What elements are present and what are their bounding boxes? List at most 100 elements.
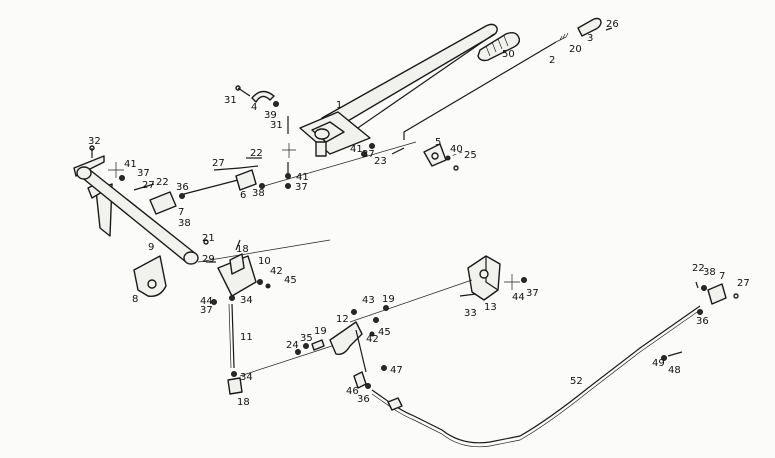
label-part-9: 9 [148, 242, 154, 253]
label-part-27b: 27 [142, 180, 155, 191]
label-part-38c: 38 [703, 267, 716, 278]
label-part-34a: 34 [240, 295, 253, 306]
label-part-48: 48 [668, 365, 681, 376]
label-part-4: 4 [251, 102, 257, 113]
nut-36b [365, 383, 371, 389]
label-part-11: 11 [240, 332, 253, 343]
clamp-part-5 [423, 143, 463, 171]
label-part-42b: 42 [366, 334, 379, 345]
label-part-41b: 41 [350, 144, 363, 155]
label-part-18a: 18 [236, 244, 249, 255]
axis-cross-2 [108, 162, 124, 178]
label-part-50: 50 [502, 49, 515, 60]
label-part-29: 29 [202, 254, 215, 265]
label-part-35: 35 [300, 333, 313, 344]
label-part-40: 40 [450, 144, 463, 155]
cross-shaft [76, 166, 199, 265]
bolt-27 [133, 183, 155, 191]
nut-39 [273, 101, 279, 107]
bracket-part-13 [459, 255, 527, 301]
label-part-27a: 27 [212, 158, 225, 169]
label-part-32: 32 [88, 136, 101, 147]
label-part-44b: 44 [512, 292, 525, 303]
label-part-3: 3 [587, 33, 593, 44]
label-part-41c: 41 [296, 172, 309, 183]
label-part-41a: 41 [124, 159, 137, 170]
label-part-22c: 22 [692, 263, 705, 274]
label-part-21: 21 [202, 233, 215, 244]
bolt-31a-shank [237, 87, 251, 97]
lever-part-12 [329, 305, 389, 373]
label-part-7b: 7 [719, 271, 725, 282]
label-part-33: 33 [464, 308, 477, 319]
label-part-37b: 37 [362, 149, 375, 160]
hand-brake-lever [299, 23, 498, 157]
label-part-8: 8 [132, 294, 138, 305]
label-part-37d: 37 [200, 305, 213, 316]
label-part-12: 12 [336, 314, 349, 325]
dash-link-1 [263, 141, 417, 187]
label-part-49: 49 [652, 358, 665, 369]
label-part-36c: 36 [696, 316, 709, 327]
label-part-36a: 36 [176, 182, 189, 193]
nut-34a [229, 295, 235, 301]
label-part-20: 20 [569, 44, 582, 55]
label-part-10: 10 [258, 256, 271, 267]
washer-41a [369, 143, 375, 149]
label-part-46: 46 [346, 386, 359, 397]
nut-36 [179, 193, 185, 199]
label-part-22a: 22 [250, 148, 263, 159]
label-part-38a: 38 [178, 218, 191, 229]
label-part-52: 52 [570, 376, 583, 387]
label-part-47: 47 [390, 365, 403, 376]
washer-37b [119, 175, 125, 181]
label-part-19a: 19 [382, 294, 395, 305]
release-rod [403, 17, 613, 140]
label-part-43: 43 [362, 295, 375, 306]
label-part-13: 13 [484, 302, 497, 313]
label-part-45b: 45 [378, 327, 391, 338]
label-part-7a: 7 [178, 207, 184, 218]
label-part-36b: 36 [357, 394, 370, 405]
label-part-23: 23 [374, 156, 387, 167]
axis-cross [282, 143, 296, 158]
label-part-22b: 22 [156, 177, 169, 188]
label-part-37e: 37 [526, 288, 539, 299]
right-clevis-group [695, 281, 739, 315]
label-part-6: 6 [240, 190, 246, 201]
label-part-37a: 37 [137, 168, 150, 179]
label-part-39: 39 [264, 110, 277, 121]
pin-21 [203, 239, 209, 245]
dash-link-2 [197, 239, 331, 263]
label-part-19b: 19 [314, 326, 327, 337]
clevis-part-7 [149, 191, 177, 215]
label-part-45a: 45 [284, 275, 297, 286]
label-part-1: 1 [336, 100, 342, 111]
pull-rod-6 [183, 165, 265, 195]
spring-part-4 [251, 90, 275, 103]
vertical-rod-11 [227, 303, 243, 395]
part-number-labels: 1 2 3 4 5 6 7 7 8 9 10 11 12 13 18 18 19… [88, 19, 750, 408]
label-part-24: 24 [286, 340, 299, 351]
pin-47 [381, 365, 387, 371]
lever-grip [477, 31, 521, 62]
lever-part-10 [206, 239, 271, 297]
label-part-34b: 34 [240, 372, 253, 383]
label-part-31a: 31 [224, 95, 237, 106]
washer-37a [361, 151, 367, 157]
bolt-48-49 [661, 351, 683, 361]
label-part-5: 5 [435, 137, 441, 148]
label-part-31b: 31 [270, 120, 283, 131]
brake-cable-52 [371, 305, 701, 448]
label-part-44a: 44 [200, 296, 213, 307]
bolt-41-37 [285, 162, 291, 189]
label-part-26: 26 [606, 19, 619, 30]
label-part-2: 2 [549, 55, 555, 66]
washer-44a [211, 299, 217, 305]
label-part-27c: 27 [737, 278, 750, 289]
label-part-25: 25 [464, 150, 477, 161]
label-part-37c: 37 [295, 182, 308, 193]
label-part-18b: 18 [237, 397, 250, 408]
